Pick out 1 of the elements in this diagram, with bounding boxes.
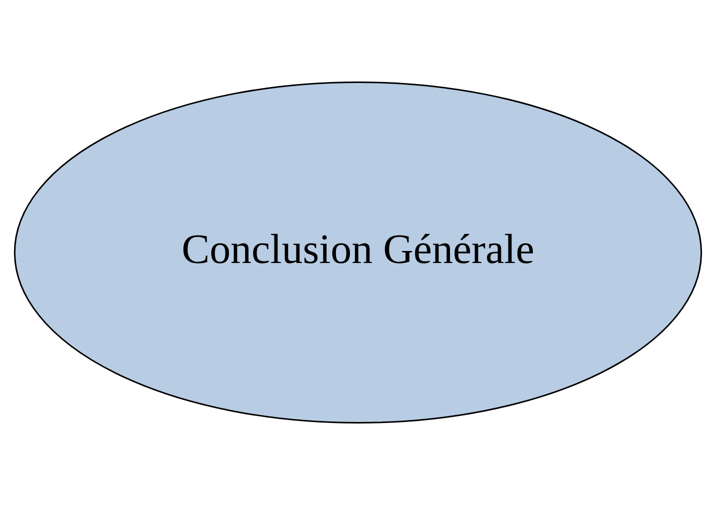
- node-ellipse: Conclusion Générale: [14, 81, 702, 424]
